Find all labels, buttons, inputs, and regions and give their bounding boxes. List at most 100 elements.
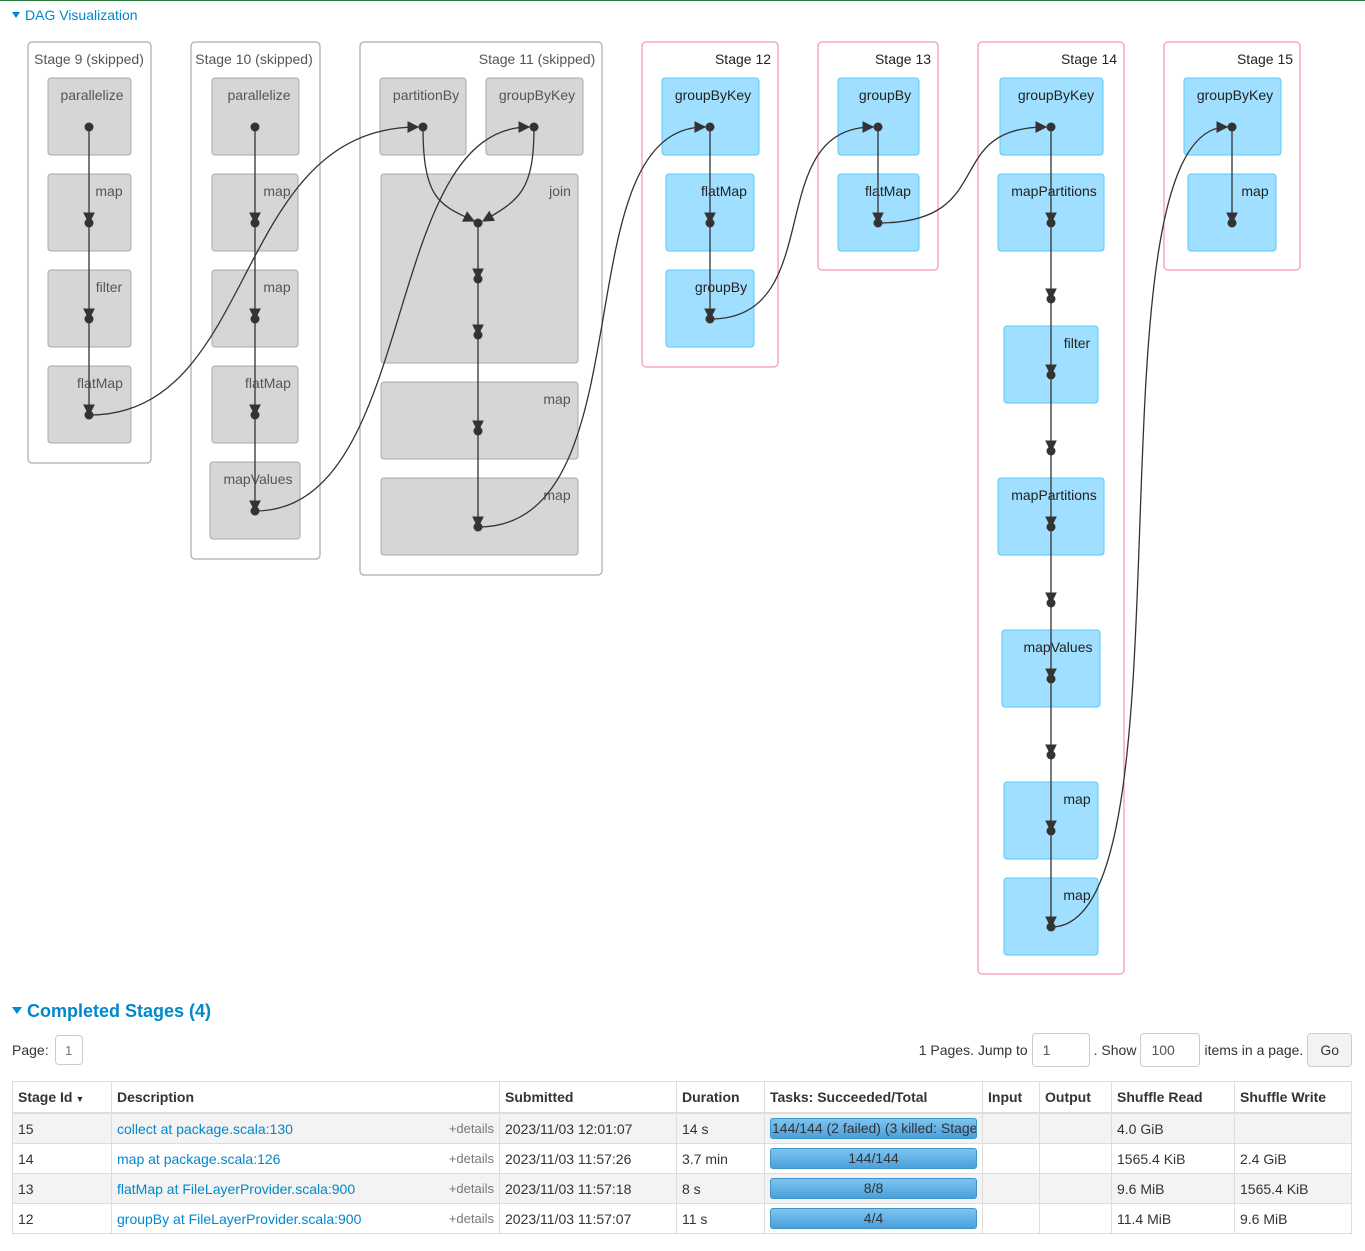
rdd-dot: [250, 218, 260, 228]
go-button[interactable]: Go: [1307, 1033, 1352, 1067]
completed-stages-title: Completed Stages (4): [27, 1001, 212, 1021]
output-cell: [1039, 1143, 1112, 1174]
rdd-node-label: map: [1241, 183, 1268, 199]
description-cell: collect at package.scala:130 +details: [111, 1112, 500, 1144]
rdd-dot: [1046, 218, 1056, 228]
top-border: [0, 0, 1365, 1]
details-toggle[interactable]: +details: [448, 1120, 494, 1136]
rdd-dot: [873, 218, 883, 228]
stage-description-link[interactable]: map at package.scala:126: [117, 1150, 281, 1167]
description-cell: flatMap at FileLayerProvider.scala:900 +d…: [111, 1173, 500, 1204]
dag-edge: [477, 121, 707, 528]
stage-description-link[interactable]: groupBy at FileLayerProvider.scala:900: [117, 1210, 362, 1227]
table-row: 15 collect at package.scala:130+details …: [12, 1112, 1352, 1144]
rdd-dot: [1046, 522, 1056, 532]
dag-edge: [254, 121, 531, 512]
table-row: 12 groupBy at FileLayerProvider.scala:90…: [12, 1203, 1352, 1234]
column-header-shuffle-write[interactable]: Shuffle Write: [1234, 1081, 1352, 1114]
column-header-submitted[interactable]: Submitted: [499, 1081, 677, 1114]
shuffle-read-cell: 9.6 MiB: [1111, 1173, 1235, 1204]
rdd-node-label: groupByKey: [675, 87, 751, 103]
rdd-dot: [1046, 294, 1056, 304]
dag-edge: [877, 121, 1048, 224]
rdd-node-partitionby[interactable]: [379, 77, 467, 156]
page-size-form: 1 Pages. Jump to . Show items in a page.…: [919, 1033, 1352, 1067]
pages-text: 1 Pages. Jump to: [918, 1042, 1028, 1058]
rdd-dot: [250, 122, 260, 132]
sort-desc-icon: ▼: [75, 1094, 85, 1104]
column-header-input[interactable]: Input: [982, 1081, 1040, 1114]
rdd-dot: [1046, 674, 1056, 684]
column-header-tasks[interactable]: Tasks: Succeeded/Total: [764, 1081, 983, 1114]
rdd-dot: [1046, 370, 1056, 380]
stage-label: Stage 14: [1061, 51, 1117, 67]
rdd-node-label: parallelize: [227, 87, 290, 103]
submitted-cell: 2023/11/03 12:01:07: [499, 1112, 677, 1144]
shuffle-write-cell: [1234, 1112, 1352, 1144]
details-toggle[interactable]: +details: [448, 1210, 494, 1226]
stage-description-link[interactable]: flatMap at FileLayerProvider.scala:900: [117, 1180, 356, 1197]
items-text: items in a page.: [1204, 1042, 1304, 1058]
table-header-row: Stage Id▼ Description Submitted Duration…: [12, 1081, 1352, 1114]
chevron-down-icon: [12, 12, 20, 18]
tasks-progress-bar: 144/144 (2 failed) (3 killed: Stage: [770, 1118, 977, 1139]
rdd-dot: [250, 410, 260, 420]
description-cell: map at package.scala:126 +details: [111, 1143, 500, 1174]
input-cell: [982, 1112, 1040, 1144]
duration-cell: 11 s: [676, 1203, 765, 1234]
dag-edge: [1050, 121, 1229, 928]
output-cell: [1039, 1173, 1112, 1204]
rdd-node-label: mapPartitions: [1011, 183, 1097, 199]
tasks-cell: 144/144: [764, 1143, 983, 1174]
duration-cell: 3.7 min: [676, 1143, 765, 1174]
stage-id-cell: 15: [12, 1112, 112, 1144]
column-header-stage-id[interactable]: Stage Id▼: [12, 1081, 112, 1114]
shuffle-write-cell: 9.6 MiB: [1234, 1203, 1352, 1234]
tasks-cell: 8/8: [764, 1173, 983, 1204]
column-header-shuffle-read[interactable]: Shuffle Read: [1111, 1081, 1235, 1114]
rdd-node-label: map: [263, 279, 290, 295]
tasks-progress-bar: 8/8: [770, 1178, 977, 1199]
rdd-node-label: mapValues: [223, 471, 292, 487]
column-header-duration[interactable]: Duration: [676, 1081, 765, 1114]
rdd-node-label: groupBy: [859, 87, 911, 103]
rdd-dot: [529, 122, 539, 132]
rdd-node-label: map: [543, 391, 570, 407]
stage-id-cell: 13: [12, 1173, 112, 1204]
dag-visualization-toggle[interactable]: DAG Visualization: [12, 7, 138, 23]
rdd-dot: [84, 410, 94, 420]
submitted-cell: 2023/11/03 11:57:26: [499, 1143, 677, 1174]
jump-to-page-input[interactable]: [1031, 1033, 1090, 1067]
rdd-node-label: partitionBy: [393, 87, 459, 103]
stage-description-link[interactable]: collect at package.scala:130: [117, 1120, 293, 1137]
completed-stages-table: Stage Id▼ Description Submitted Duration…: [12, 1081, 1352, 1234]
stage-label: Stage 13: [875, 51, 931, 67]
page-size-input[interactable]: [1140, 1033, 1201, 1067]
rdd-dot: [84, 122, 94, 132]
rdd-dot: [705, 218, 715, 228]
dag-graph: Stage 9 (skipped)Stage 10 (skipped)Stage…: [27, 41, 1301, 975]
output-cell: [1039, 1203, 1112, 1234]
rdd-node-groupbykey[interactable]: [485, 77, 584, 156]
page-number-button[interactable]: 1: [54, 1035, 83, 1065]
details-toggle[interactable]: +details: [448, 1150, 494, 1166]
rdd-dot: [250, 506, 260, 516]
duration-cell: 8 s: [676, 1173, 765, 1204]
rdd-dot: [473, 522, 483, 532]
tasks-progress-label: 8/8: [863, 1180, 884, 1196]
rdd-node-label: parallelize: [60, 87, 123, 103]
shuffle-read-cell: 4.0 GiB: [1111, 1112, 1235, 1144]
rdd-node-label: flatMap: [865, 183, 911, 199]
details-toggle[interactable]: +details: [448, 1180, 494, 1196]
rdd-dot: [1046, 750, 1056, 760]
completed-stages-toggle[interactable]: Completed Stages (4): [12, 1001, 211, 1022]
rdd-dot: [705, 122, 715, 132]
column-header-description[interactable]: Description: [111, 1081, 500, 1114]
shuffle-write-cell: 1565.4 KiB: [1234, 1173, 1352, 1204]
rdd-dot: [250, 314, 260, 324]
column-header-output[interactable]: Output: [1039, 1081, 1112, 1114]
pagination: Page: 1: [12, 1034, 83, 1066]
rdd-dot: [473, 426, 483, 436]
rdd-node-label: map: [95, 183, 122, 199]
rdd-dot: [473, 330, 483, 340]
